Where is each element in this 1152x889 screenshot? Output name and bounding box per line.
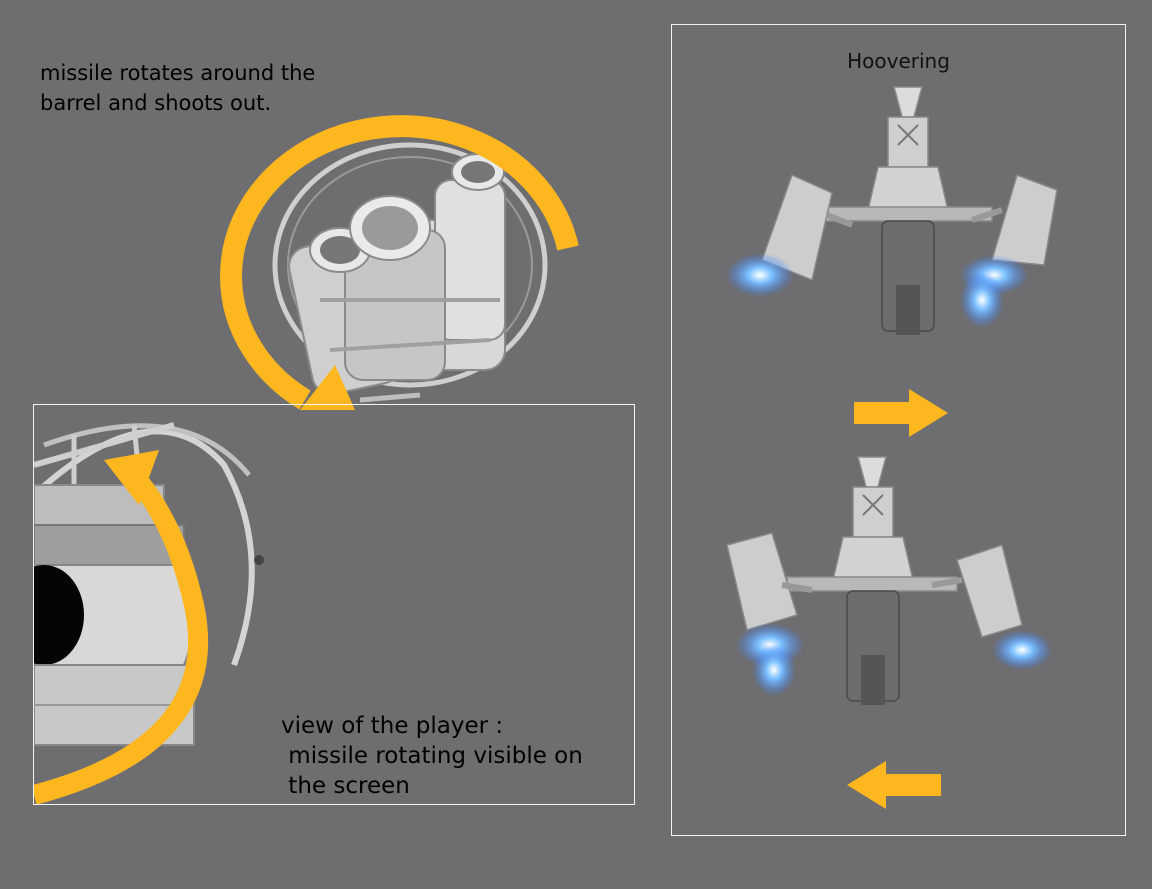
- player-view-line2: missile rotating visible on: [281, 743, 583, 769]
- player-view-line1: view of the player :: [281, 713, 504, 739]
- player-view-caption: view of the player : missile rotating vi…: [281, 711, 631, 801]
- player-view-line3: the screen: [281, 773, 410, 799]
- launcher-top-illustration: [220, 115, 579, 410]
- curved-rotation-arrow-icon: [220, 115, 579, 410]
- curved-rotation-arrow-icon: [34, 457, 208, 804]
- hover-drone-model-bottom: [726, 456, 1052, 705]
- thruster-glow-icon: [960, 272, 1004, 328]
- thruster-glow-icon: [992, 630, 1052, 670]
- thruster-glow-icon: [752, 644, 796, 696]
- player-view-illustration: [34, 422, 264, 804]
- hover-drone-model-top: [726, 86, 1058, 335]
- hover-title: Hoovering: [847, 49, 950, 73]
- hover-frame: Hoovering: [671, 24, 1126, 836]
- top-caption-line2: barrel and shoots out.: [40, 91, 272, 115]
- top-caption-line1: missile rotates around the: [40, 61, 316, 85]
- player-view-frame: view of the player : missile rotating vi…: [33, 404, 635, 805]
- arrow-left-icon: [847, 761, 941, 809]
- arrow-right-icon: [854, 389, 948, 437]
- hover-illustration: [726, 86, 1058, 809]
- thruster-glow-icon: [726, 253, 794, 297]
- top-caption: missile rotates around the barrel and sh…: [40, 58, 440, 118]
- launcher-model-top: [272, 142, 548, 403]
